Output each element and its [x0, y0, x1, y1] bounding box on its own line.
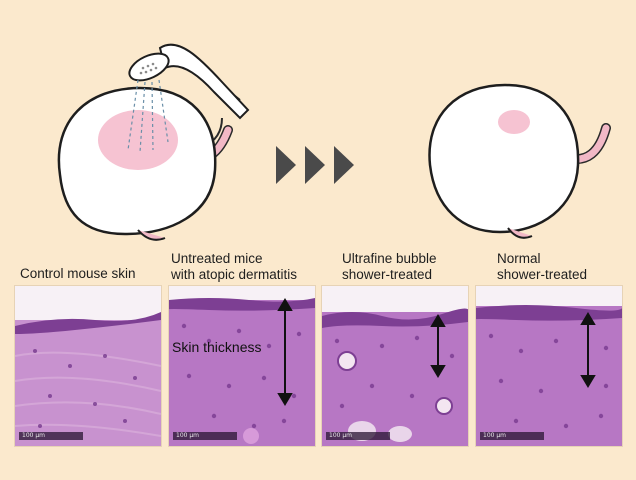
label-normal-line-1: Normal [497, 251, 541, 266]
scale-bar: 100 µm [19, 432, 83, 440]
mouse-before-icon [57, 86, 233, 241]
histology-panel-ultrafine: 100 µm [321, 285, 469, 447]
shower-head-icon [127, 43, 250, 153]
label-normal-line-2: shower-treated [497, 267, 588, 282]
histology-panel-normal: 100 µm [475, 285, 623, 447]
scale-bar: 100 µm [326, 432, 390, 440]
label-ultrafine-line-2: shower-treated [342, 267, 433, 282]
triple-chevron-arrow-icon [276, 146, 354, 184]
mouse-after-icon [428, 83, 611, 239]
label-control-line-1: Control mouse skin [20, 266, 136, 281]
histology-panel-untreated: Skin thickness 100 µm [168, 285, 316, 447]
label-untreated-line-1: Untreated mice [171, 251, 263, 266]
label-ultrafine: Ultrafine bubble shower-treated [342, 251, 437, 283]
label-normal: Normal shower-treated [497, 251, 587, 283]
label-untreated-line-2: with atopic dermatitis [171, 267, 298, 282]
label-ultrafine-line-1: Ultrafine bubble [342, 251, 437, 266]
label-untreated: Untreated mice with atopic dermatitis [171, 251, 297, 283]
skin-thickness-label: Skin thickness [172, 339, 262, 355]
scale-bar: 100 µm [480, 432, 544, 440]
label-control: Control mouse skin [20, 266, 136, 282]
scale-bar: 100 µm [173, 432, 237, 440]
histology-panel-control: 100 µm [14, 285, 162, 447]
